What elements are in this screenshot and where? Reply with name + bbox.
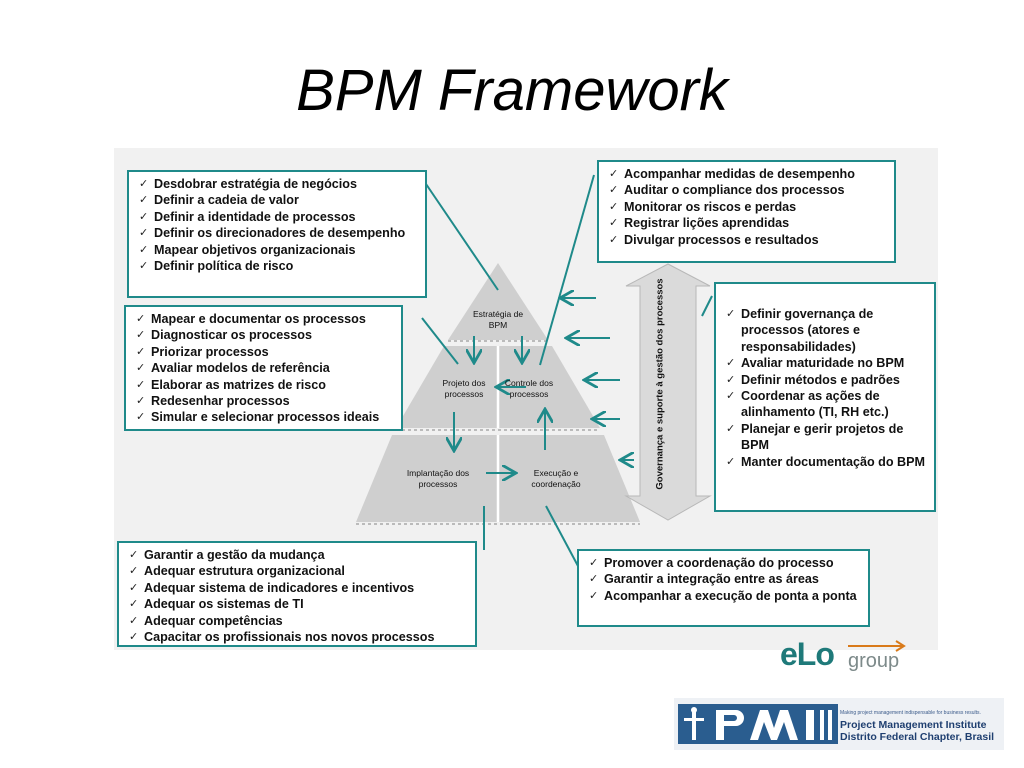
list-item: Adequar os sistemas de TI	[127, 596, 469, 613]
pyramid-label-control: Controle dos processos	[504, 378, 554, 399]
list-item: Adequar estrutura organizacional	[127, 563, 469, 580]
list-item: Capacitar os profissionais nos novos pro…	[127, 629, 469, 646]
connector-strategy	[425, 183, 499, 291]
connector-design	[421, 317, 459, 365]
list-item: Adequar sistema de indicadores e incenti…	[127, 580, 469, 597]
strategy-list: Desdobrar estratégia de negóciosDefinir …	[137, 176, 419, 275]
elo-logo-arrow-icon	[848, 640, 906, 652]
elo-group-logo: eLo group	[780, 636, 910, 680]
execution-list: Promover a coordenação do processoGarant…	[587, 555, 862, 605]
list-item: Priorizar processos	[134, 344, 395, 361]
list-item: Simular e selecionar processos ideais	[134, 409, 395, 426]
pmi-chapter: Distrito Federal Chapter, Brasil	[840, 731, 995, 743]
list-item: Monitorar os riscos e perdas	[607, 199, 888, 216]
connector-governance	[701, 295, 713, 317]
pyramid-label-execution: Execução e coordenação	[531, 468, 581, 489]
list-item: Definir a identidade de processos	[137, 209, 419, 226]
list-item: Definir métodos e padrões	[724, 372, 928, 389]
list-item: Avaliar maturidade no BPM	[724, 355, 928, 372]
connector-control	[539, 174, 595, 366]
elo-logo-subtext: group	[848, 650, 900, 672]
pmi-tagline: Making project management indispensable …	[840, 710, 981, 716]
implementation-list: Garantir a gestão da mudançaAdequar estr…	[127, 547, 469, 646]
slide-title: BPM Framework	[296, 58, 728, 123]
pyramid-label-design: Projeto dos processos	[442, 378, 486, 399]
list-item: Definir a cadeia de valor	[137, 192, 419, 209]
list-item: Definir os direcionadores de desempenho	[137, 225, 419, 242]
elo-logo-text: eLo	[780, 636, 835, 672]
list-item: Divulgar processos e resultados	[607, 232, 888, 249]
list-item: Acompanhar a execução de ponta a ponta	[587, 588, 862, 605]
list-item: Coordenar as ações de alinhamento (TI, R…	[724, 388, 928, 421]
governance-box: Definir governança de processos (atores …	[714, 282, 936, 512]
list-item: Mapear e documentar os processos	[134, 311, 395, 328]
list-item: Redesenhar processos	[134, 393, 395, 410]
list-item: Adequar competências	[127, 613, 469, 630]
design-box: Mapear e documentar os processosDiagnost…	[124, 305, 403, 431]
governance-double-arrow	[624, 263, 712, 521]
control-list: Acompanhar medidas de desempenhoAuditar …	[607, 166, 888, 248]
list-item: Desdobrar estratégia de negócios	[137, 176, 419, 193]
execution-box: Promover a coordenação do processoGarant…	[577, 549, 870, 627]
list-item: Definir governança de processos (atores …	[724, 306, 928, 355]
list-item: Acompanhar medidas de desempenho	[607, 166, 888, 183]
pyramid-tier-top	[448, 263, 548, 340]
control-box: Acompanhar medidas de desempenhoAuditar …	[597, 160, 896, 263]
pmi-mark-icon	[678, 704, 838, 744]
pmi-name: Project Management Institute	[840, 719, 987, 731]
list-item: Elaborar as matrizes de risco	[134, 377, 395, 394]
pyramid-label-implementation: Implantação dos processos	[406, 468, 470, 489]
list-item: Garantir a integração entre as áreas	[587, 571, 862, 588]
implementation-box: Garantir a gestão da mudançaAdequar estr…	[117, 541, 477, 647]
governance-label: Governança e suporte à gestão dos proces…	[654, 278, 666, 490]
list-item: Planejar e gerir projetos de BPM	[724, 421, 928, 454]
list-item: Registrar lições aprendidas	[607, 215, 888, 232]
pmi-logo: Making project management indispensable …	[674, 698, 1004, 750]
pyramid-label-strategy: Estratégia de BPM	[472, 309, 524, 330]
list-item: Manter documentação do BPM	[724, 454, 928, 471]
list-item: Promover a coordenação do processo	[587, 555, 862, 572]
list-item: Avaliar modelos de referência	[134, 360, 395, 377]
design-list: Mapear e documentar os processosDiagnost…	[134, 311, 395, 426]
list-item: Garantir a gestão da mudança	[127, 547, 469, 564]
governance-list: Definir governança de processos (atores …	[724, 306, 928, 470]
list-item: Diagnosticar os processos	[134, 327, 395, 344]
list-item: Mapear objetivos organizacionais	[137, 242, 419, 259]
connector-execution	[545, 505, 579, 567]
list-item: Definir política de risco	[137, 258, 419, 275]
strategy-box: Desdobrar estratégia de negóciosDefinir …	[127, 170, 427, 298]
list-item: Auditar o compliance dos processos	[607, 182, 888, 199]
